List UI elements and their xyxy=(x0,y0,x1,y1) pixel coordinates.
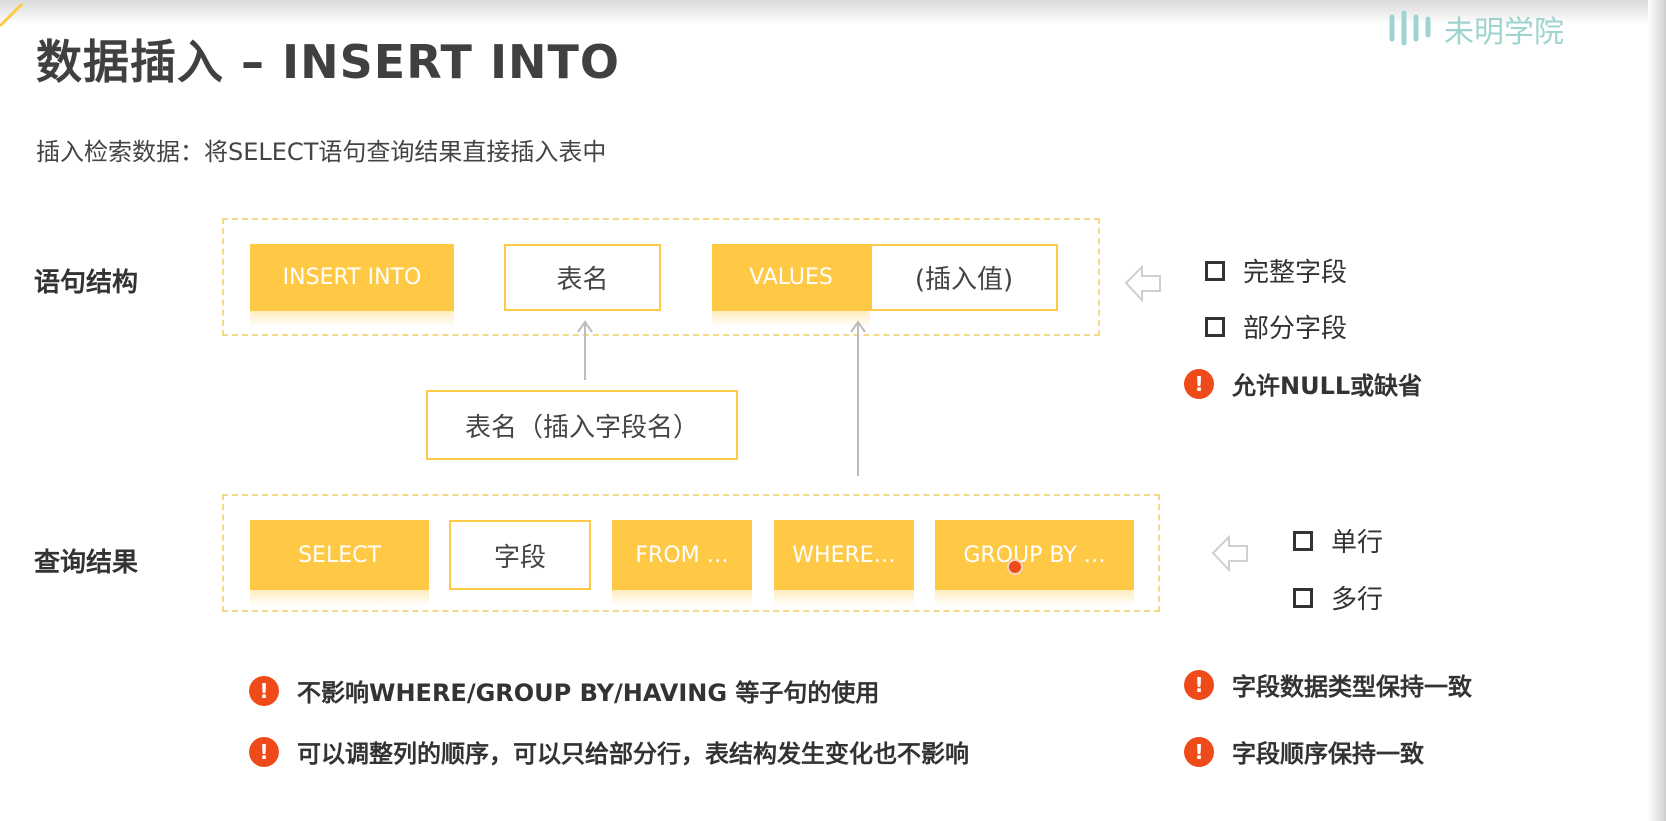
warning-icon: ! xyxy=(1184,669,1214,700)
corner-decoration xyxy=(0,2,24,28)
note-clauses: ! 不影响WHERE/GROUP BY/HAVING 等子句的使用 xyxy=(249,673,879,708)
field-box: 字段 xyxy=(449,520,591,590)
warning-icon: ! xyxy=(1184,368,1214,399)
hollow-arrow-statement-icon xyxy=(1124,264,1161,303)
note-column-order: ! 可以调整列的顺序，可以只给部分行，表结构发生变化也不影响 xyxy=(249,734,969,769)
query-frame xyxy=(222,494,1160,612)
warning-icon: ! xyxy=(249,675,279,706)
note-order-consistent: ! 字段顺序保持一致 xyxy=(1184,734,1424,769)
from-box: FROM … xyxy=(612,520,752,606)
checkbox-icon xyxy=(1293,587,1313,608)
logo-text: 未明学院 xyxy=(1444,15,1564,50)
query-label: 查询结果 xyxy=(34,548,139,578)
checkbox-icon xyxy=(1205,260,1225,281)
where-box: WHERE… xyxy=(774,520,914,606)
insert-into-box: INSERT INTO xyxy=(250,244,454,327)
option-partial-fields: 部分字段 xyxy=(1205,308,1347,345)
values-box: VALUES xyxy=(712,244,870,327)
warning-icon: ! xyxy=(249,736,279,767)
select-box: SELECT xyxy=(250,520,429,606)
statement-label: 语句结构 xyxy=(34,268,139,298)
arrow-to-values xyxy=(850,320,866,476)
option-allow-null: ! 允许NULL或缺省 xyxy=(1184,366,1422,401)
statement-frame xyxy=(222,218,1100,336)
top-shadow xyxy=(0,0,1666,24)
logo-icon xyxy=(1389,10,1431,46)
table-name-box: 表名 xyxy=(504,244,661,311)
option-single-row: 单行 xyxy=(1293,522,1383,559)
warning-icon: ! xyxy=(1184,736,1214,767)
right-shadow xyxy=(1648,0,1666,821)
arrow-to-table-name xyxy=(577,320,593,380)
hollow-arrow-query-icon xyxy=(1211,534,1248,573)
option-full-fields: 完整字段 xyxy=(1205,252,1347,289)
mouse-cursor-marker xyxy=(1007,559,1023,575)
subtitle: 插入检索数据：将SELECT语句查询结果直接插入表中 xyxy=(36,138,607,166)
insert-values-box: (插入值) xyxy=(870,244,1058,311)
page-title: 数据插入 – INSERT INTO xyxy=(36,35,621,89)
group-by-box: GROUP BY … xyxy=(935,520,1134,606)
checkbox-icon xyxy=(1205,316,1225,337)
table-fields-box: 表名（插入字段名） xyxy=(426,390,738,460)
checkbox-icon xyxy=(1293,530,1313,551)
option-multi-row: 多行 xyxy=(1293,579,1383,616)
brand-logo: 未明学院 xyxy=(1384,6,1564,52)
note-type-consistent: ! 字段数据类型保持一致 xyxy=(1184,667,1472,702)
